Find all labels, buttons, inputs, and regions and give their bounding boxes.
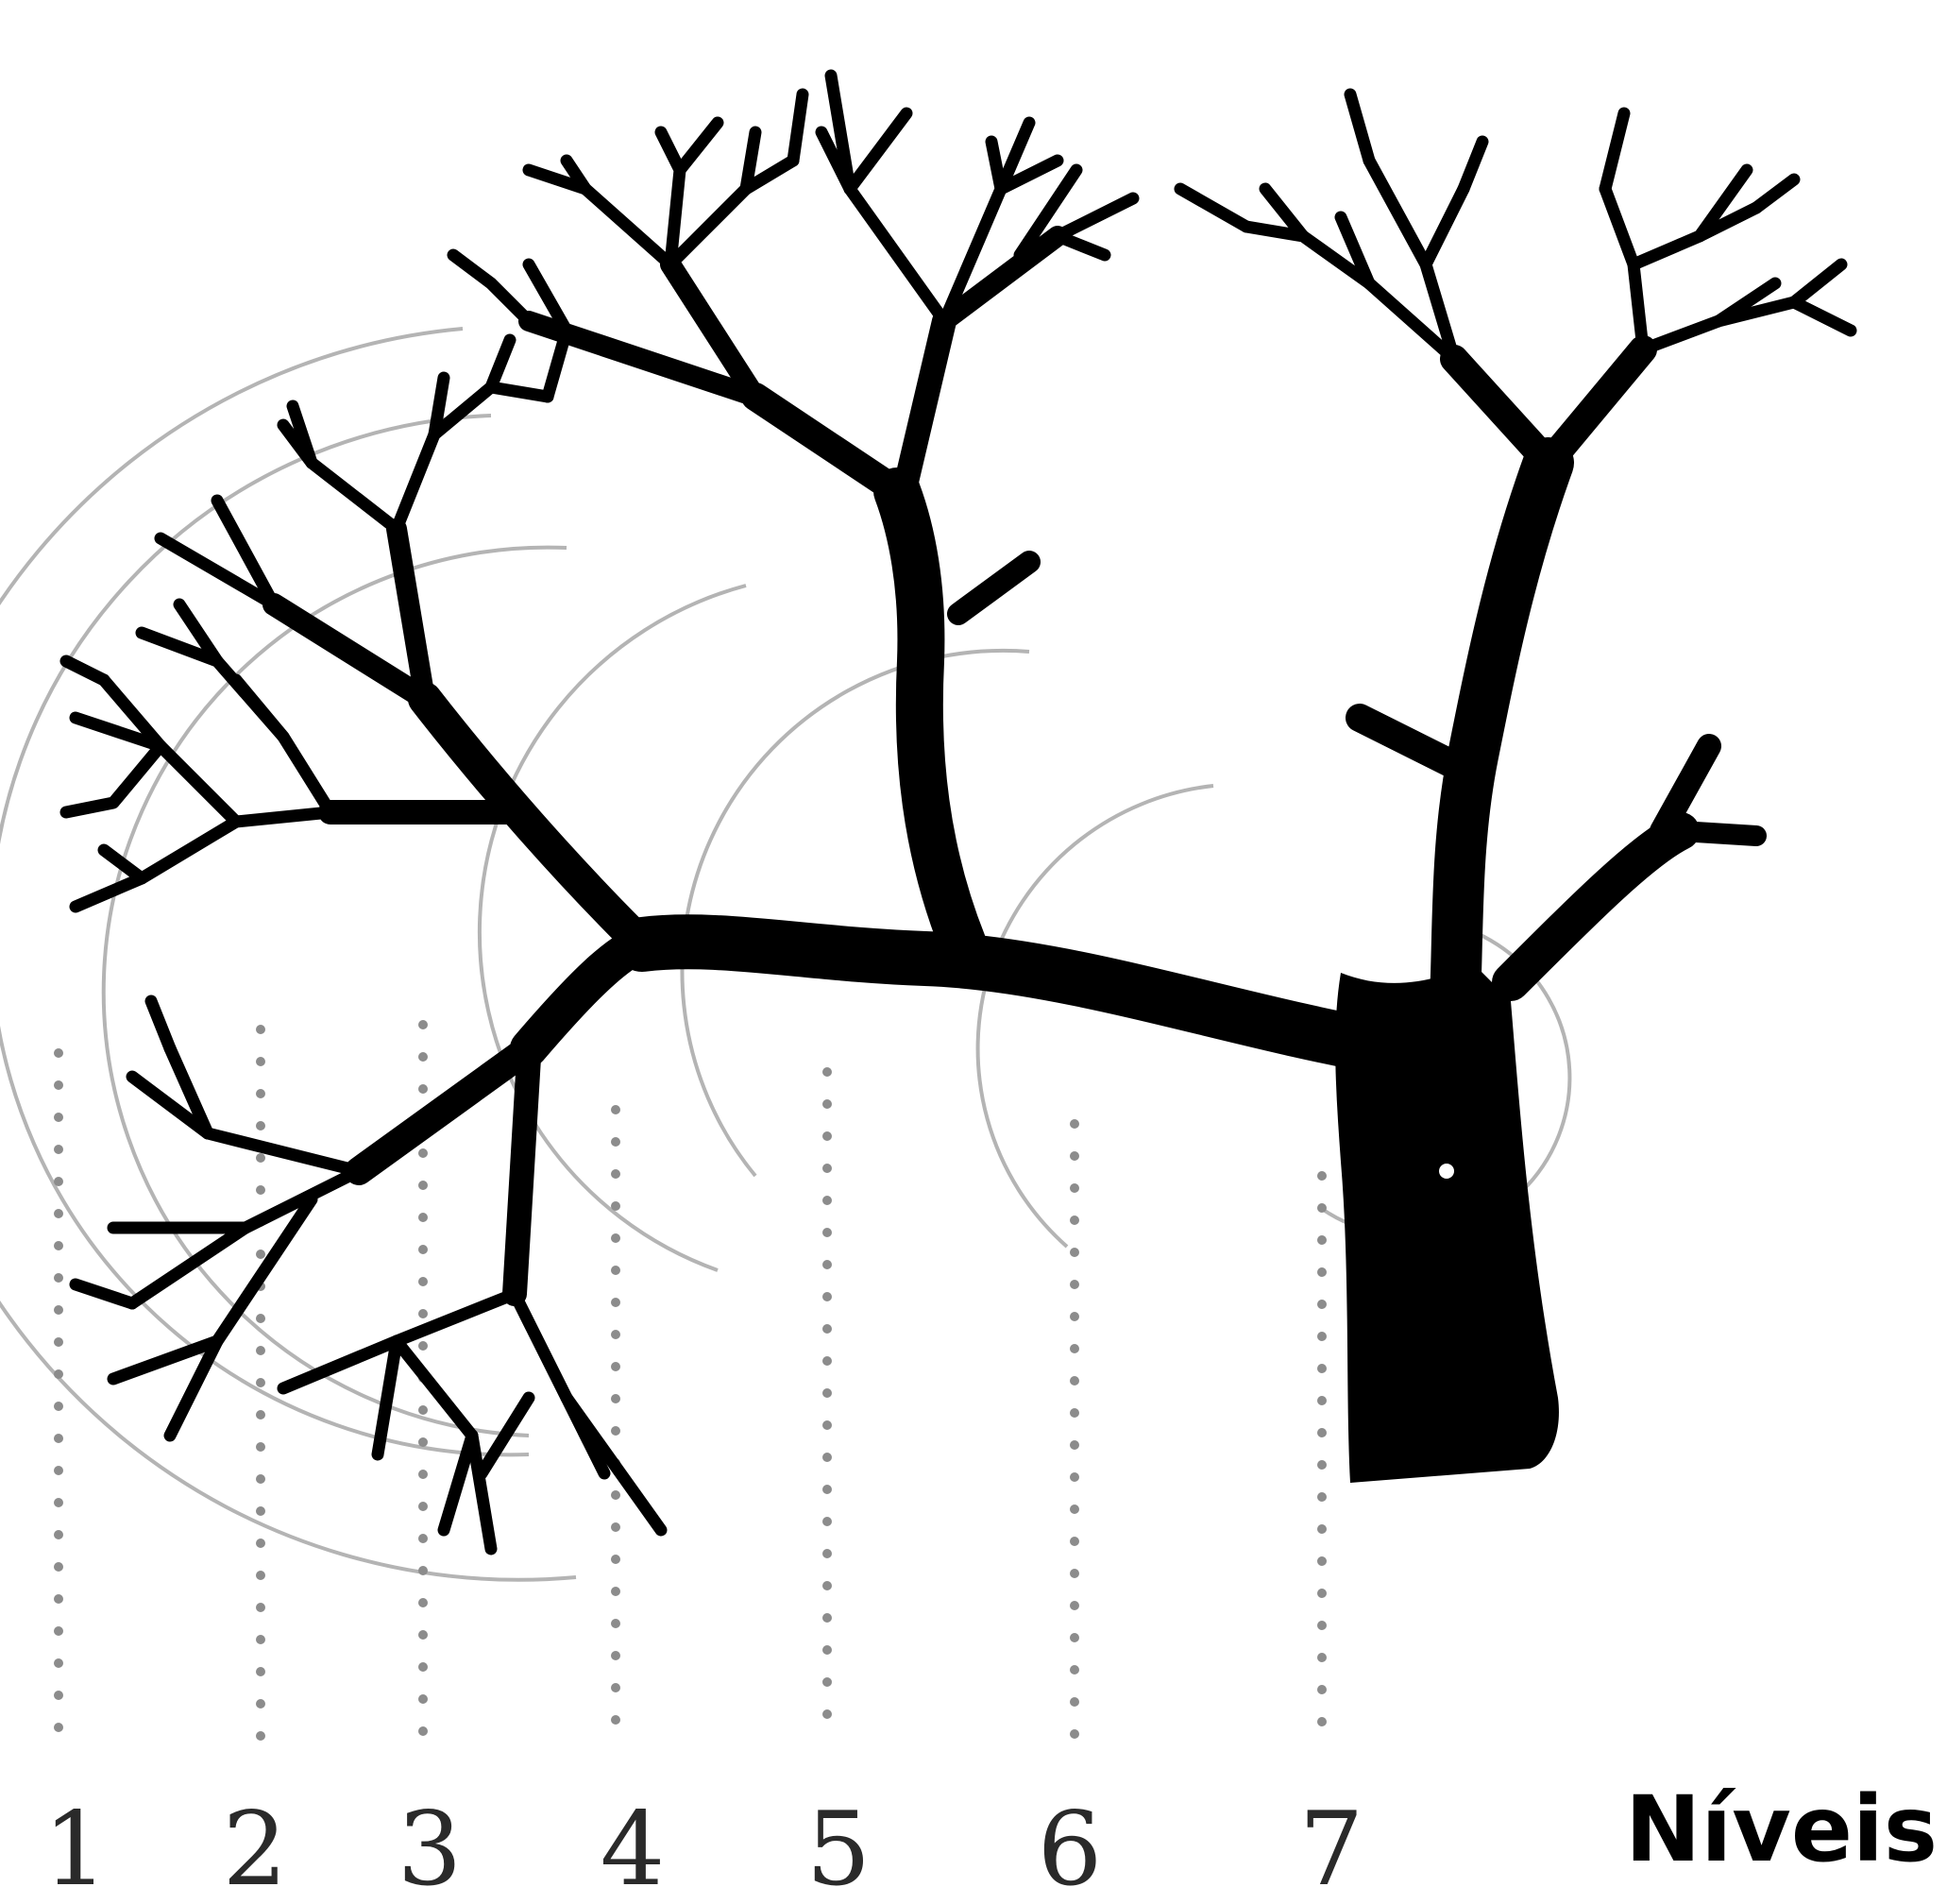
level-guides [59, 1025, 1322, 1752]
arc-level-2 [0, 416, 529, 1454]
tree-silhouette [66, 76, 1851, 1549]
level-label-3: 3 [398, 1791, 463, 1904]
tree-twigs [66, 76, 1851, 1549]
level-label-6: 6 [1038, 1791, 1103, 1904]
level-label-2: 2 [223, 1791, 288, 1904]
trunk-knot [1439, 1164, 1454, 1179]
level-label-7: 7 [1299, 1791, 1364, 1904]
level-label-4: 4 [601, 1791, 666, 1904]
tree-branches [274, 236, 1756, 1294]
level-labels: 1 2 3 4 5 6 7 [43, 1791, 1364, 1904]
levels-title: Níveis [1625, 1776, 1938, 1882]
level-label-5: 5 [806, 1791, 872, 1904]
arc-level-5 [682, 651, 1029, 1176]
level-label-1: 1 [43, 1791, 109, 1904]
